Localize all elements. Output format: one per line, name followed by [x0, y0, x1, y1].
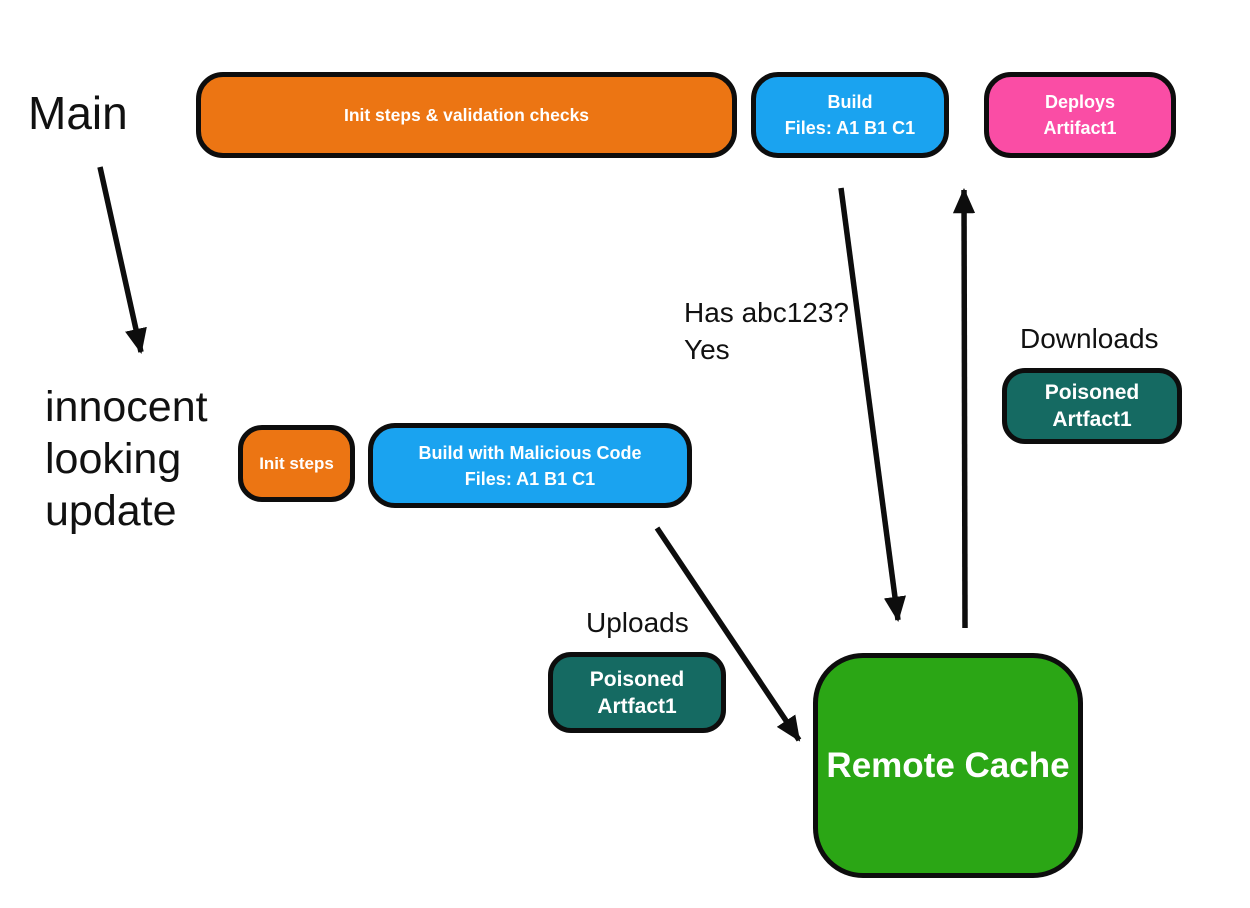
- node-build-files: Build Files: A1 B1 C1: [751, 72, 949, 158]
- node-label: Poisoned Artfact1: [589, 667, 685, 718]
- label-innocent-looking-update: innocent looking update: [45, 383, 208, 535]
- node-deploys-artifact1: Deploys Artifact1: [984, 72, 1176, 158]
- node-label: Poisoned Artfact1: [1044, 381, 1140, 431]
- arrow-build-to-remote-cache: [838, 187, 906, 623]
- node-label: Deploys Artifact1: [1043, 92, 1117, 138]
- label-has-abc123-yes: Has abc123? Yes: [684, 297, 850, 365]
- node-label: Init steps: [259, 453, 334, 473]
- node-poisoned-artifact-upload: Poisoned Artfact1: [548, 652, 726, 733]
- node-label: Init steps & validation checks: [343, 104, 590, 125]
- label-uploads: Uploads: [586, 607, 689, 638]
- arrow-remote-cache-to-deploys: [952, 187, 976, 629]
- node-init-steps: Init steps: [238, 425, 355, 502]
- label-main-branch: Main: [28, 87, 128, 139]
- node-build-with-malicious-code: Build with Malicious Code Files: A1 B1 C…: [368, 423, 692, 508]
- node-label: Build Files: A1 B1 C1: [784, 92, 916, 138]
- node-remote-cache: Remote Cache: [813, 653, 1083, 878]
- label-downloads: Downloads: [1020, 323, 1159, 354]
- arrow-main-to-innocent-update: [97, 166, 147, 354]
- node-init-steps-validation-checks: Init steps & validation checks: [196, 72, 737, 158]
- node-label: Build with Malicious Code Files: A1 B1 C…: [418, 442, 642, 489]
- node-poisoned-artifact-download: Poisoned Artfact1: [1002, 368, 1182, 444]
- node-label: Remote Cache: [826, 745, 1070, 785]
